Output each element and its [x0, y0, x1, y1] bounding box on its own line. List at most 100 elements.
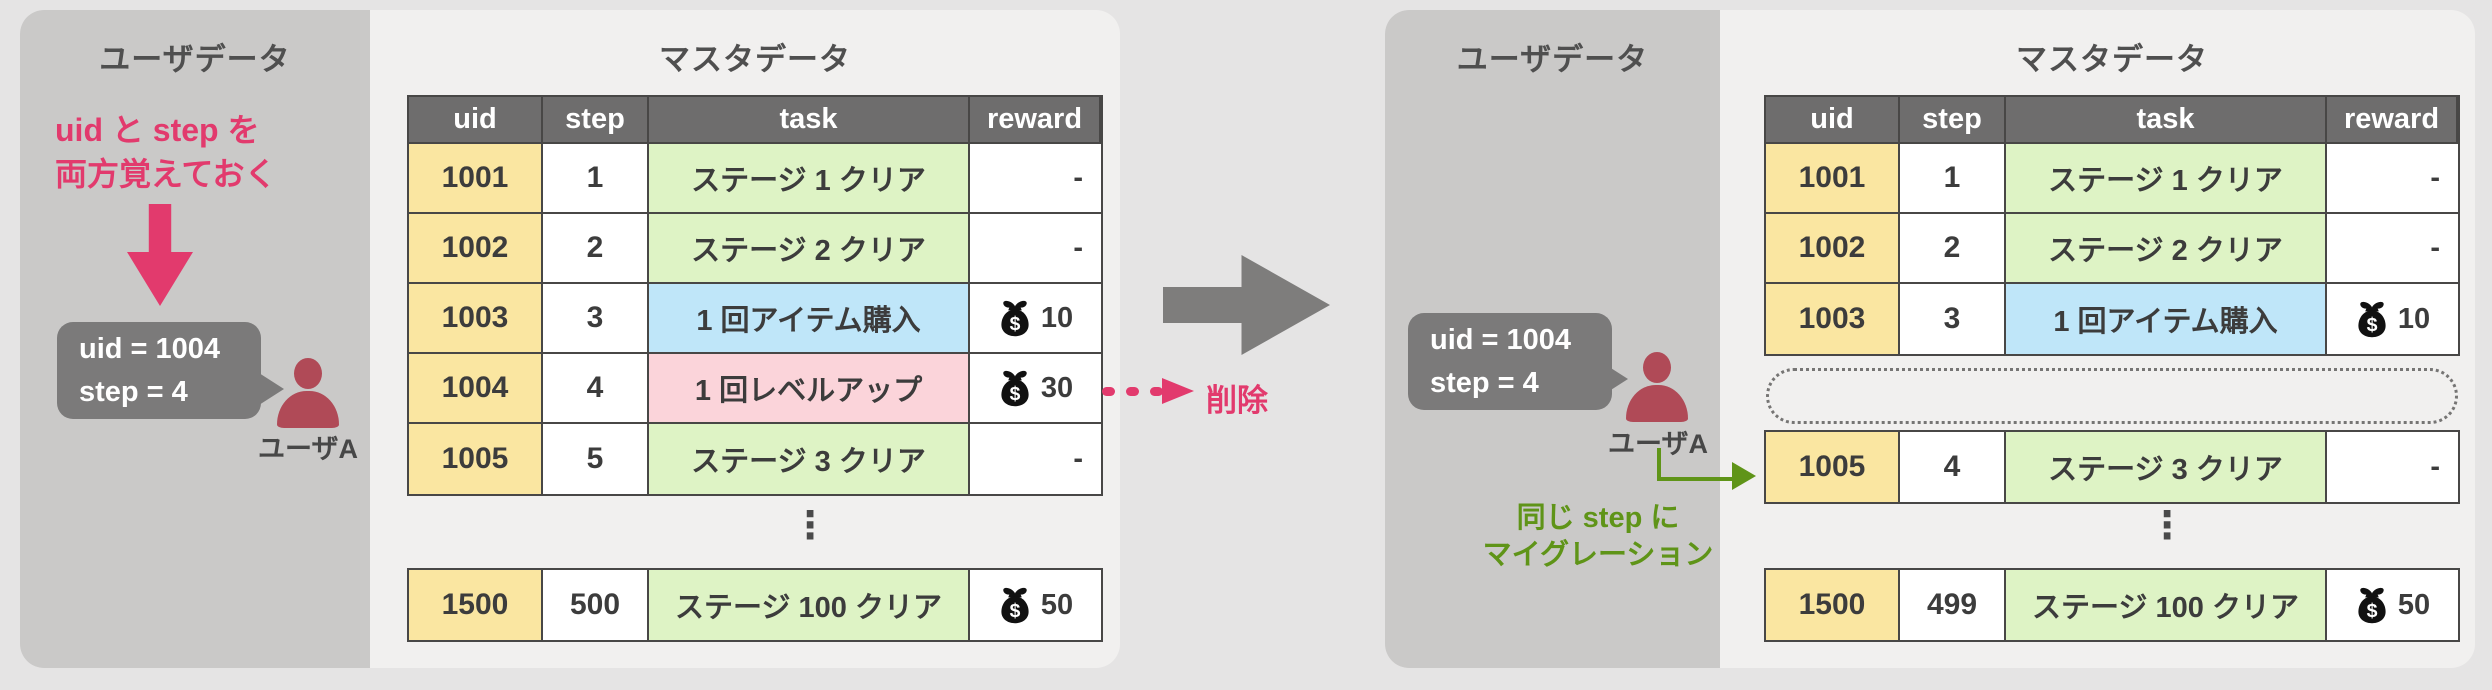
- step-cell: 4: [1900, 432, 2006, 502]
- col-header-reward: reward: [970, 97, 1101, 144]
- task-cell: ステージ 1 クリア: [649, 144, 970, 214]
- uid-cell: 1500: [1766, 570, 1900, 640]
- left-user-label: ユーザA: [258, 434, 358, 464]
- delete-arrow-dash: [1126, 387, 1139, 396]
- reward-cell: -: [970, 144, 1101, 214]
- left-table-ellipsis: ⋮: [791, 505, 829, 547]
- table-row-1005: 1005 4 ステージ 3 クリア -: [1766, 432, 2458, 502]
- task-cell: ステージ 100 クリア: [2006, 570, 2327, 640]
- right-bubble-line2: step = 4: [1430, 367, 1539, 399]
- step-cell: 2: [1900, 214, 2006, 284]
- reward-cell: -: [2327, 214, 2458, 284]
- svg-text:$: $: [1009, 600, 1020, 622]
- transition-arrow-icon: [1163, 255, 1330, 355]
- step-cell: 3: [1900, 284, 2006, 354]
- col-header-reward: reward: [2327, 97, 2458, 144]
- money-bag-icon: $: [2358, 587, 2386, 624]
- col-header-step: step: [543, 97, 649, 144]
- svg-text:$: $: [1009, 383, 1020, 405]
- delete-arrow-dash: [1150, 387, 1163, 396]
- uid-cell: 1002: [1766, 214, 1900, 284]
- left-last-row-table: 1500 500 ステージ 100 クリア $ 50: [407, 568, 1103, 642]
- col-header-step: step: [1900, 97, 2006, 144]
- reward-value: 50: [2397, 588, 2431, 621]
- remember-note-line1: uid と step を: [55, 112, 260, 148]
- delete-label: 削除: [1206, 383, 1268, 418]
- svg-text:$: $: [2366, 600, 2377, 622]
- svg-text:$: $: [2366, 314, 2377, 336]
- reward-cell: -: [2327, 144, 2458, 214]
- step-cell: 5: [543, 424, 649, 494]
- left-user-icon: [277, 358, 339, 428]
- right-speech-bubble: uid = 1004 step = 4: [1408, 313, 1612, 410]
- table-row: 1001 1 ステージ 1 クリア -: [1766, 144, 2458, 214]
- reward-value: 10: [1040, 301, 1074, 334]
- table-row: 1001 1 ステージ 1 クリア -: [409, 144, 1101, 214]
- task-cell: ステージ 3 クリア: [2006, 432, 2327, 502]
- table-row: 1500 499 ステージ 100 クリア $ 50: [1766, 570, 2458, 640]
- person-body: [277, 391, 339, 428]
- task-cell: ステージ 1 クリア: [2006, 144, 2327, 214]
- right-last-row-table: 1500 499 ステージ 100 クリア $ 50: [1764, 568, 2460, 642]
- migration-note-line2: マイグレーション: [1482, 539, 1714, 571]
- col-header-task: task: [649, 97, 970, 144]
- table-row: 1002 2 ステージ 2 クリア -: [409, 214, 1101, 284]
- person-head: [294, 358, 322, 389]
- remember-note: uid と step を 両方覚えておく: [55, 108, 276, 196]
- reward-cell: $ 10: [2327, 284, 2458, 354]
- reward-cell: -: [970, 214, 1101, 284]
- reward-value: 30: [1040, 371, 1074, 404]
- right-table-header: uid step task reward: [1766, 97, 2458, 144]
- migration-arrow-line: [1657, 448, 1741, 481]
- money-bag-icon: $: [1001, 587, 1029, 624]
- person-body: [1626, 385, 1688, 422]
- left-bubble-line2: step = 4: [79, 376, 188, 408]
- reward-cell: $ 30: [970, 354, 1101, 424]
- migration-note: 同じ step に マイグレーション: [1448, 500, 1748, 574]
- table-row: 1003 3 1 回アイテム購入 $ 10: [1766, 284, 2458, 354]
- reward-cell: -: [970, 424, 1101, 494]
- task-cell: 1 回レベルアップ: [649, 354, 970, 424]
- left-master-data-title: マスタデータ: [659, 42, 851, 77]
- right-user-icon: [1626, 352, 1688, 422]
- col-header-uid: uid: [409, 97, 543, 144]
- reward-value: 50: [1040, 588, 1074, 621]
- money-bag-icon: $: [1001, 300, 1029, 337]
- left-table-header: uid step task reward: [409, 97, 1101, 144]
- right-user-data-title: ユーザデータ: [1456, 42, 1649, 77]
- uid-cell: 1005: [1766, 432, 1900, 502]
- right-migrated-row-table: 1005 4 ステージ 3 クリア -: [1764, 430, 2460, 504]
- right-master-data-title: マスタデータ: [2016, 42, 2208, 77]
- deleted-row-placeholder: [1766, 368, 2458, 424]
- step-cell: 4: [543, 354, 649, 424]
- step-cell: 500: [543, 570, 649, 640]
- step-cell: 1: [1900, 144, 2006, 214]
- right-bubble-line1: uid = 1004: [1430, 324, 1572, 356]
- uid-cell: 1001: [1766, 144, 1900, 214]
- delete-arrow-head-icon: [1162, 378, 1194, 404]
- migration-note-line1: 同じ step に: [1516, 502, 1680, 534]
- svg-text:$: $: [1009, 313, 1020, 335]
- reward-cell: $ 10: [970, 284, 1101, 354]
- step-cell: 499: [1900, 570, 2006, 640]
- left-speech-bubble: uid = 1004 step = 4: [57, 322, 261, 419]
- reward-value: 10: [2397, 302, 2431, 335]
- step-cell: 2: [543, 214, 649, 284]
- reward-cell: $ 50: [2327, 570, 2458, 640]
- remember-note-line2: 両方覚えておく: [55, 156, 277, 192]
- uid-cell: 1004: [409, 354, 543, 424]
- step-cell: 1: [543, 144, 649, 214]
- reward-cell: -: [2327, 432, 2458, 502]
- task-cell: ステージ 2 クリア: [649, 214, 970, 284]
- task-cell: 1 回アイテム購入: [649, 284, 970, 354]
- table-row-1004: 1004 4 1 回レベルアップ $ 30: [409, 354, 1101, 424]
- uid-cell: 1500: [409, 570, 543, 640]
- delete-arrow-dash: [1102, 387, 1115, 396]
- table-row: 1002 2 ステージ 2 クリア -: [1766, 214, 2458, 284]
- task-cell: ステージ 2 クリア: [2006, 214, 2327, 284]
- task-cell: ステージ 100 クリア: [649, 570, 970, 640]
- uid-cell: 1002: [409, 214, 543, 284]
- left-master-table: uid step task reward 1001 1 ステージ 1 クリア -…: [407, 95, 1103, 496]
- table-row: 1003 3 1 回アイテム購入 $ 10: [409, 284, 1101, 354]
